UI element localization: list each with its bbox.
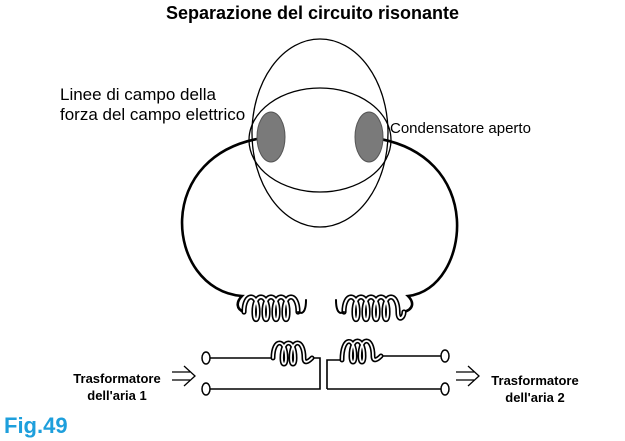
transformer-1-label-line1: Trasformatore (73, 371, 161, 386)
arrows (172, 365, 480, 387)
resonant-coils (241, 294, 407, 323)
air-transformer-1 (210, 357, 321, 390)
double-arrow-right-icon (172, 365, 196, 387)
capacitor-plate-right (354, 111, 384, 163)
terminal-2a (440, 349, 450, 363)
open-capacitor-label: Condensatore aperto (390, 120, 531, 137)
transformer-2-coil-highlight (341, 340, 382, 363)
transformer-2-label: Trasformatore dell'aria 2 (480, 372, 590, 406)
transformer-1-lower-lead (210, 363, 321, 390)
diagram-title: Separazione del circuito risonante (165, 3, 460, 23)
transformer-2-return (326, 359, 342, 389)
coil-right-highlight (343, 296, 405, 321)
field-lines-label: Linee di campo della forza del campo ele… (60, 85, 245, 125)
transformer-1-label-line2: dell'aria 1 (87, 388, 147, 403)
coil-left-end (297, 299, 307, 314)
transformer-1-return (312, 357, 321, 363)
terminal-1a (201, 351, 211, 365)
transformer-1-label: Trasformatore dell'aria 1 (62, 370, 172, 404)
field-lines-label-line1: Linee di campo della (60, 85, 216, 104)
transformer-1-terminals (201, 351, 211, 396)
terminal-2b (440, 382, 450, 396)
coil-right-start (335, 299, 345, 314)
transformer-2-terminals (440, 349, 450, 396)
transformer-2-label-line2: dell'aria 2 (505, 390, 565, 405)
transformer-1-coil (270, 340, 315, 367)
resonant-circuit-wire (180, 135, 459, 314)
capacitor (256, 111, 384, 163)
field-lines-label-line2: forza del campo elettrico (60, 105, 246, 124)
transformer-2-label-line1: Trasformatore (491, 373, 579, 388)
field-line-outer (251, 38, 389, 228)
capacitor-plate-left (256, 111, 286, 163)
coil-left (241, 294, 301, 323)
figure-number: Fig.49 (4, 413, 68, 438)
transformer-2-coil (339, 338, 384, 365)
transformer-1-coil-highlight (272, 342, 313, 365)
air-transformer-2 (326, 355, 441, 390)
double-arrow-right-icon (456, 365, 480, 387)
coil-left-highlight (243, 296, 299, 321)
terminal-1b (201, 382, 211, 396)
